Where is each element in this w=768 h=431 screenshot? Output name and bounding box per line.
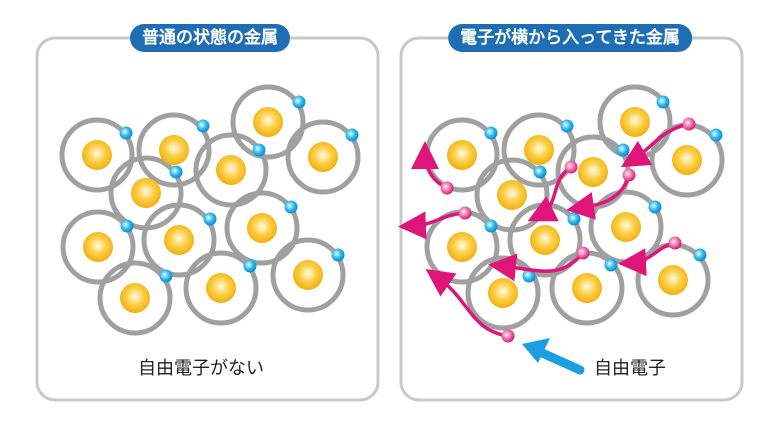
atom-nucleus: [131, 178, 161, 208]
bound-electron: [648, 200, 662, 214]
bound-electron: [345, 128, 359, 142]
atom-nucleus: [164, 225, 194, 255]
pointer-arrow: [535, 347, 585, 375]
bound-electron: [484, 219, 498, 233]
atom-nucleus: [308, 142, 338, 172]
free-electrons: [440, 117, 696, 343]
free-electron: [622, 168, 636, 182]
bound-electron: [252, 143, 266, 157]
bound-electron: [604, 258, 618, 272]
atom-nucleus: [658, 265, 688, 295]
bound-electron: [693, 248, 707, 262]
electron-orbit: [60, 209, 136, 285]
bound-electron: [119, 126, 133, 140]
electron-orbit: [285, 119, 361, 195]
atom-nucleus: [120, 283, 150, 313]
bound-electron: [522, 269, 536, 283]
atom-nucleus: [206, 273, 236, 303]
electron-orbit: [193, 132, 269, 208]
bound-electron: [709, 128, 723, 142]
atom-nucleus: [572, 273, 602, 303]
atom-nucleus: [578, 157, 608, 187]
bound-electron: [284, 200, 298, 214]
bound-electron: [243, 259, 257, 273]
atom-nucleus: [253, 107, 283, 137]
bound-electron: [120, 219, 134, 233]
bound-electron: [292, 95, 306, 109]
electron-orbit: [224, 190, 300, 266]
atom-nucleus: [293, 260, 323, 290]
free-electron: [564, 160, 578, 174]
free-electron: [576, 246, 590, 260]
atom-nucleus: [159, 135, 189, 165]
atom-nucleus: [216, 155, 246, 185]
bound-electron: [616, 143, 630, 157]
free-electron: [440, 181, 454, 195]
free-electron: [668, 236, 682, 250]
atom-nucleus: [83, 232, 113, 262]
atom-nucleus: [611, 212, 641, 242]
pointer-arrow-head: [522, 338, 550, 363]
bound-electron: [159, 269, 173, 283]
atom-nucleus: [497, 180, 527, 210]
bound-electron: [484, 126, 498, 140]
atom-nucleus: [672, 145, 702, 175]
right-panel-caption: 自由電子: [594, 358, 666, 379]
atom-nucleus: [447, 140, 477, 170]
atom-nucleus: [247, 213, 277, 243]
bound-electron: [533, 165, 547, 179]
electron-orbit: [183, 250, 259, 326]
right-panel-title: 電子が横から入ってきた金属: [448, 24, 692, 52]
free-electron: [501, 329, 515, 343]
atom-nucleus: [82, 140, 112, 170]
bound-electron: [567, 212, 581, 226]
electron-orbit: [141, 202, 217, 278]
left-panel-caption: 自由電子がない: [138, 358, 264, 379]
electron-orbit: [136, 112, 212, 188]
electron-orbit: [270, 237, 346, 313]
free-electron: [682, 117, 696, 131]
bound-electron: [331, 248, 345, 262]
bound-electron: [196, 119, 210, 133]
electron-orbit: [230, 84, 306, 160]
electron-orbit: [59, 117, 135, 193]
atom-nucleus: [488, 278, 518, 308]
bound-electron: [560, 119, 574, 133]
bound-electron: [169, 165, 183, 179]
bound-electron: [656, 95, 670, 109]
atom-nucleus: [524, 135, 554, 165]
electron-orbit: [97, 260, 173, 336]
atom-nucleus: [530, 225, 560, 255]
atom-nucleus: [620, 107, 650, 137]
free-electron: [458, 206, 472, 220]
electron-orbit: [501, 112, 577, 188]
bound-electron: [203, 212, 217, 226]
atom-nucleus: [447, 232, 477, 262]
left-panel-title: 普通の状態の金属: [130, 24, 290, 52]
left-atoms: [59, 84, 361, 336]
